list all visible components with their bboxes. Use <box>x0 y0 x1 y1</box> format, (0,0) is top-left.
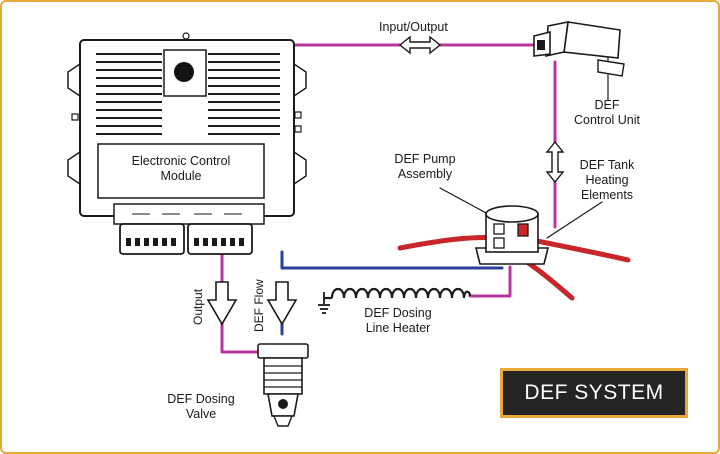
label-line: Heating <box>585 173 629 187</box>
label-line: DEF Pump <box>394 152 456 166</box>
label-line: DEF <box>594 98 620 112</box>
ecm-bracket-left-top <box>67 62 81 98</box>
ecm-bolt <box>294 125 302 133</box>
heater-wire-tank <box>529 237 631 263</box>
ecm-mount-hole <box>182 32 190 40</box>
ecm-bracket-right-bottom <box>293 150 307 186</box>
ecm-bolt <box>71 113 79 121</box>
pump-port <box>493 223 505 235</box>
ecm-bracket-right-top <box>293 62 307 98</box>
ecm-bracket-left-bottom <box>67 150 81 186</box>
label-line: Assembly <box>397 167 453 181</box>
double-arrow-icon <box>398 35 442 55</box>
label-def-pump-assembly: DEF Pump Assembly <box>380 152 470 182</box>
ecm-connector-right <box>187 223 253 255</box>
label-def-dosing-line-heater: DEF Dosing Line Heater <box>348 306 448 336</box>
label-line: Line Heater <box>365 321 431 335</box>
label-def-flow: DEF Flow <box>252 279 266 332</box>
label-output: Output <box>191 288 205 325</box>
label-line: Valve <box>185 407 217 421</box>
label-line: Control Unit <box>574 113 640 127</box>
label-line: DEF Dosing <box>167 392 235 406</box>
label-def-tank-heating: DEF Tank Heating Elements <box>567 158 647 203</box>
down-arrow-icon <box>266 281 298 326</box>
valve-connector <box>257 343 309 359</box>
label-line: Module <box>160 169 202 183</box>
valve-tip <box>272 415 294 427</box>
control-unit-pin <box>537 40 545 50</box>
label-line: Elements <box>580 188 634 202</box>
def-flow-line <box>280 250 504 270</box>
valve-body <box>263 357 303 395</box>
pump-port <box>493 237 505 249</box>
ecm-label-panel <box>97 143 265 199</box>
coil-icon <box>324 287 472 300</box>
down-arrow-icon <box>206 281 238 326</box>
label-line: DEF Tank <box>579 158 635 172</box>
label-line: DEF Dosing <box>364 306 432 320</box>
wire-pump-to-line-heater <box>468 265 512 298</box>
ground-symbol-icon <box>318 292 330 314</box>
label-def-dosing-valve: DEF Dosing Valve <box>156 392 246 422</box>
title-box: DEF SYSTEM <box>500 368 688 418</box>
label-input-output: Input/Output <box>379 20 448 34</box>
ecm-plate <box>163 49 207 97</box>
leader-line-tank-heating <box>546 201 603 239</box>
ecm-port-icon <box>174 62 194 82</box>
pump-heater-port <box>517 223 529 237</box>
label-ecm: Electronic Control Module <box>100 154 262 184</box>
heater-wire-tank-2 <box>521 257 575 301</box>
def-dosing-valve <box>257 343 309 427</box>
label-def-control-unit: DEF Control Unit <box>562 98 652 128</box>
ecm-unit <box>67 32 307 255</box>
control-unit-bracket <box>597 59 625 77</box>
def-control-unit <box>533 20 625 77</box>
valve-tip-icon <box>278 399 288 409</box>
heater-wire-left <box>397 234 503 251</box>
label-line: Electronic Control <box>131 154 231 168</box>
double-arrow-icon <box>545 140 565 184</box>
control-unit-body <box>563 21 621 59</box>
diagram-title: DEF SYSTEM <box>524 381 664 404</box>
pump-top <box>485 205 539 223</box>
ecm-connector-left <box>119 223 185 255</box>
def-pump-assembly <box>474 205 550 265</box>
ecm-bolt <box>294 111 302 119</box>
